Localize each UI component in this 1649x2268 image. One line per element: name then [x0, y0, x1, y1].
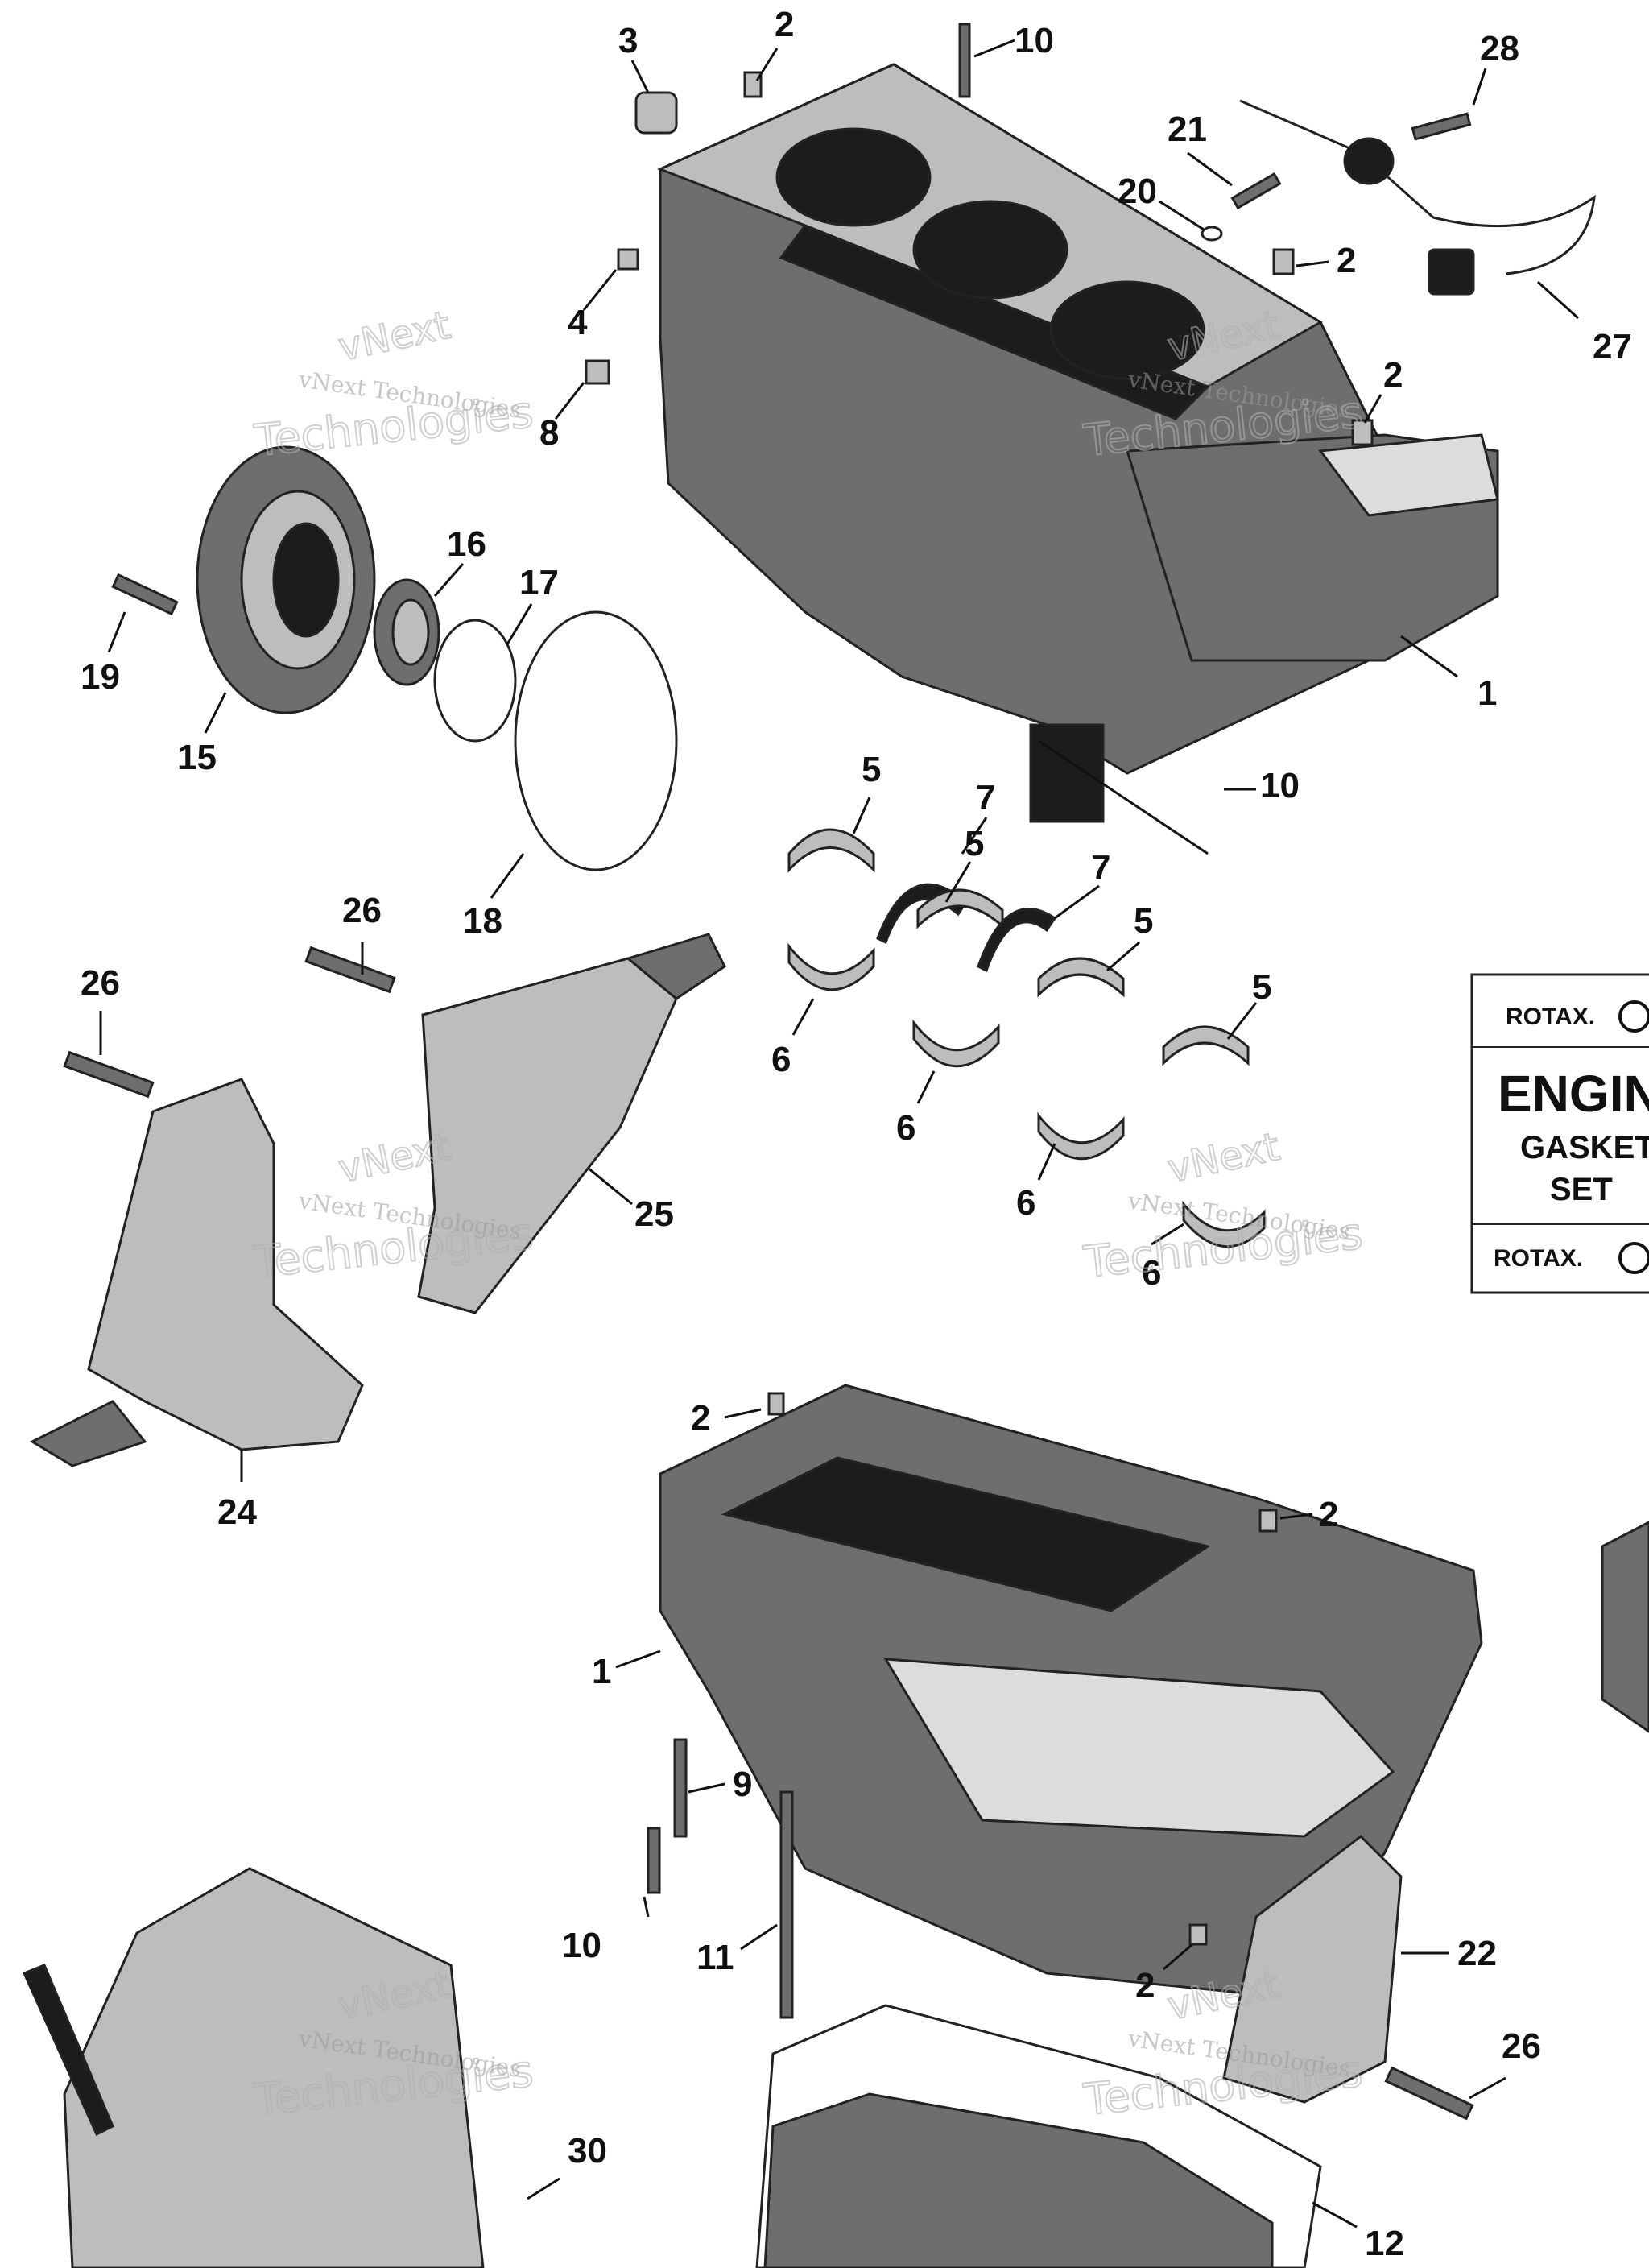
- mount-bracket-22: [1222, 1835, 1474, 2121]
- callout-18: 18: [463, 901, 502, 941]
- gasket-set-title: ENGINE: [1498, 1065, 1649, 1123]
- callout-2: 2: [1383, 355, 1403, 395]
- engine-mount-24: [29, 1050, 364, 1467]
- callout-28: 28: [1480, 29, 1519, 68]
- callout-19: 19: [81, 657, 120, 697]
- brand-rotax-bottom: ROTAX.: [1494, 1245, 1583, 1272]
- bolt-19: [111, 573, 179, 616]
- callout-6: 6: [896, 1108, 915, 1148]
- lower-crankcase: [647, 1384, 1483, 2019]
- callout-15: 15: [177, 738, 217, 777]
- gasket-set-line2: SET: [1550, 1172, 1613, 1207]
- callout-5: 5: [965, 824, 984, 863]
- callout-6: 6: [1142, 1253, 1161, 1293]
- callout-7: 7: [976, 778, 995, 817]
- brand-rotax-top: ROTAX.: [1506, 1004, 1595, 1030]
- callout-numbers: 3 2 10 28 21 20 2 27 4 8 2 16 17 19 15 1…: [81, 5, 1632, 2263]
- callout-2: 2: [775, 5, 794, 44]
- callout-10: 10: [1260, 766, 1300, 805]
- callout-9: 9: [733, 1765, 752, 1804]
- callout-3: 3: [618, 21, 638, 60]
- callout-2: 2: [1319, 1495, 1338, 1534]
- engine-assembly-30: [22, 1867, 485, 2268]
- leader-lines: [99, 39, 1580, 2229]
- callout-2: 2: [1337, 241, 1356, 280]
- svg-text:vNext: vNext: [1163, 1124, 1283, 1192]
- callout-1: 1: [1477, 673, 1497, 713]
- callout-22: 22: [1457, 1934, 1497, 1973]
- partial-part-right: [1601, 1521, 1649, 1733]
- callout-10: 10: [562, 1926, 601, 1965]
- callout-6: 6: [771, 1040, 791, 1079]
- callout-27: 27: [1593, 327, 1632, 366]
- circlip: [433, 619, 517, 743]
- brp-logo-icon: [1618, 1242, 1649, 1274]
- callout-2: 2: [1135, 1966, 1155, 2005]
- callout-25: 25: [634, 1194, 674, 1234]
- callout-10: 10: [1015, 21, 1054, 60]
- brp-logo-icon: [1618, 1000, 1649, 1033]
- callout-21: 21: [1168, 110, 1207, 149]
- callout-11: 11: [696, 1938, 734, 1977]
- callout-16: 16: [447, 524, 486, 564]
- callout-5: 5: [862, 750, 881, 789]
- gasket-set-line1: GASKET: [1520, 1130, 1649, 1165]
- callout-2: 2: [691, 1398, 710, 1438]
- callout-5: 5: [1134, 901, 1153, 941]
- callout-7: 7: [1091, 848, 1110, 888]
- callout-24: 24: [217, 1492, 257, 1532]
- seal-housing: [196, 445, 376, 714]
- main-bearings: [787, 828, 1266, 1248]
- engine-mount-25: [304, 933, 726, 1314]
- callout-4: 4: [568, 303, 588, 342]
- callout-5: 5: [1252, 967, 1271, 1007]
- callout-30: 30: [568, 2131, 607, 2171]
- svg-text:vNext: vNext: [334, 303, 454, 370]
- oil-seal: [373, 578, 440, 686]
- callout-17: 17: [519, 563, 559, 602]
- housing-gasket: [514, 610, 678, 871]
- callout-26: 26: [342, 891, 382, 930]
- engine-gasket-set-label: ROTAX. ENGINE GASKET SET ROTAX.: [1470, 973, 1649, 1294]
- sensor-harness: [1239, 99, 1596, 296]
- callout-12: 12: [1365, 2224, 1404, 2263]
- callout-6: 6: [1016, 1183, 1035, 1223]
- callout-8: 8: [539, 413, 559, 453]
- upper-crankcase-block: [657, 63, 1499, 855]
- callout-26: 26: [81, 963, 120, 1003]
- callout-1: 1: [592, 1652, 611, 1691]
- oil-gasket-12: [755, 2004, 1322, 2268]
- callout-26: 26: [1502, 2026, 1541, 2066]
- callout-20: 20: [1118, 172, 1157, 211]
